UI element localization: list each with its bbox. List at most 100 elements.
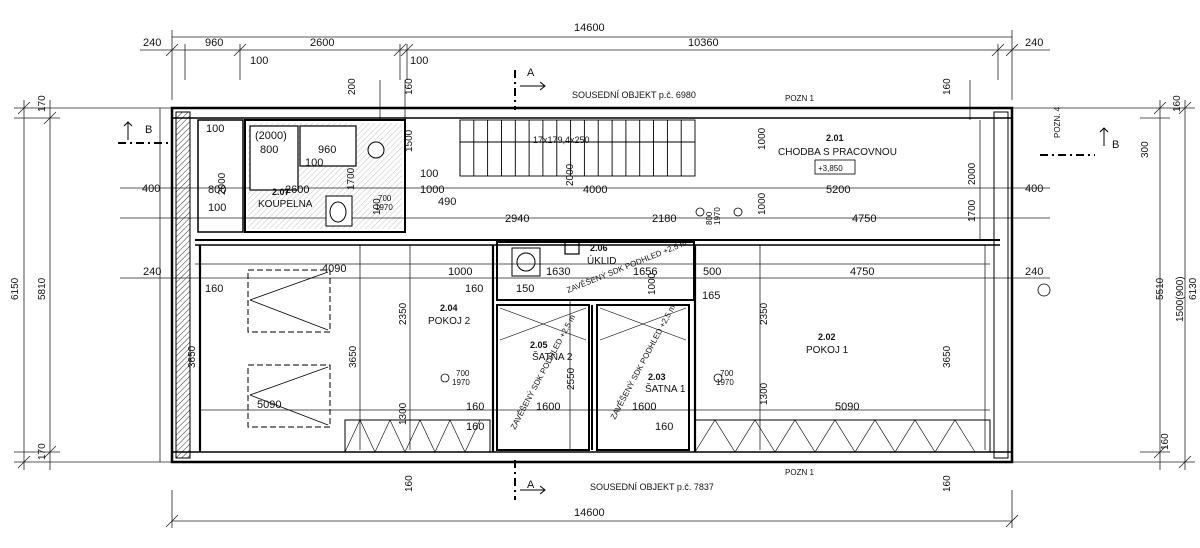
dim-bottom-4: 160: [466, 401, 484, 413]
room-number: 2.03: [648, 372, 666, 382]
room-2-01: 2.01 CHODBA S PRACOVNOU +3,850: [778, 133, 897, 175]
dim-rooms-v-1: 3650: [348, 345, 359, 368]
dim-mid-5: 500: [703, 266, 721, 278]
stairs-label: 17x179,4x250: [533, 135, 590, 145]
dim-mid-3: 150: [516, 283, 534, 295]
neighbor-bottom-label: SOUSEDNÍ OBJEKT p.č. 7837: [590, 482, 714, 492]
pozn-4-label: POZN. 4: [1053, 106, 1062, 138]
door-w-3: 800: [705, 211, 714, 225]
dim-left-total: 6150: [10, 277, 21, 300]
room-name: POKOJ 2: [428, 316, 471, 327]
room-2-03: 2.03 ŠATNA 1: [645, 372, 686, 395]
dim-bath-11: 490: [438, 196, 456, 208]
room-name: CHODBA S PRACOVNOU: [778, 147, 897, 158]
dim-rooms-v-4: 2550: [566, 367, 577, 390]
dim-bath-14: 100: [372, 198, 383, 215]
dim-wall-160-b: 160: [942, 78, 953, 95]
dim-bath-6: 1700: [346, 167, 357, 190]
dim-right-seg-2: 160: [1160, 433, 1171, 450]
dim-corr-9: 2000: [565, 163, 576, 186]
room-number: 2.04: [440, 303, 458, 313]
door-h-0: 1970: [452, 378, 470, 387]
dim-mid-8: 4750: [850, 266, 874, 278]
dim-overall-top: 14600: [574, 22, 605, 34]
level-label: +3,850: [818, 164, 843, 173]
dim-rooms-v-3: 2350: [759, 302, 770, 325]
neighbor-top-label: SOUSEDNÍ OBJEKT p.č. 6980: [572, 90, 696, 100]
dim-top-2: 2600: [310, 37, 334, 49]
dim-mid-6: 165: [702, 290, 720, 302]
door-tags: [440, 207, 1051, 383]
dim-bath-10: 100: [208, 202, 226, 214]
exterior-walls: [170, 106, 1014, 464]
dim-left-top: 170: [37, 95, 48, 112]
room-number: 2.01: [826, 133, 844, 143]
dim-mid-0: 4090: [322, 263, 346, 275]
dim-top-sub-0: 100: [250, 55, 268, 67]
dim-wall-160-c: 160: [404, 475, 415, 492]
dim-wall-200: 200: [347, 78, 358, 95]
dim-corr-4: 4750: [852, 213, 876, 225]
dim-top-4: 240: [1025, 37, 1043, 49]
dim-corr-2: 2940: [505, 213, 529, 225]
interior-walls: [195, 119, 1000, 453]
room-2-05: 2.05 ŠATNA 2: [530, 340, 573, 363]
dim-right-seg-0: 160: [1172, 95, 1183, 112]
room-number: 2.05: [530, 340, 548, 350]
room-2-07: 2.07 KOUPELNA: [258, 187, 313, 210]
dim-wall-160-a: 160: [404, 78, 415, 95]
dim-bottom-5: 160: [655, 421, 673, 433]
room-number: 2.07: [272, 187, 290, 197]
section-b-right-label: B: [1112, 139, 1119, 151]
dim-right-seg-1: 300: [1140, 141, 1151, 158]
room-2-06: 2.06 ÚKLID: [587, 243, 616, 267]
dim-top-sub-1: 100: [410, 55, 428, 67]
dim-corr-6: 1000: [757, 127, 768, 150]
dim-bottom-3: 5090: [835, 401, 859, 413]
dim-corr-8: 2000: [967, 162, 978, 185]
dim-top-1: 960: [205, 37, 223, 49]
room-name: ŠATNA 2: [532, 350, 573, 363]
dim-right-inner: 5510: [1155, 277, 1166, 300]
dim-wall-240-right: 240: [1025, 266, 1043, 278]
dim-bath-13: 100: [420, 168, 438, 180]
dim-right-total: 6130: [1188, 277, 1199, 300]
dim-top-0: 240: [143, 37, 161, 49]
dim-bath-12: 1000: [420, 184, 444, 196]
dim-bath-5: 100: [305, 157, 323, 169]
dim-mid-7: 1000: [647, 272, 658, 295]
room-name: ŠATNA 1: [645, 382, 686, 395]
dim-bath-1: (2000): [255, 130, 287, 142]
dim-rooms-v-7: 3650: [942, 345, 953, 368]
door-h-1: 1970: [716, 378, 734, 387]
dim-rooms-v-0: 3650: [187, 345, 198, 368]
dim-bath-7: 1500: [404, 129, 415, 152]
door-w-1: 700: [720, 369, 734, 378]
room-name: ÚKLID: [587, 254, 616, 267]
dim-left-bottom: 170: [37, 443, 48, 460]
door-w-2: 700: [378, 194, 392, 203]
room-2-04: 2.04 POKOJ 2: [428, 303, 471, 327]
section-a-top-label: A: [527, 67, 535, 79]
dim-wall-160-d: 160: [942, 475, 953, 492]
dim-wall-400-left: 400: [142, 183, 160, 195]
section-lines: [118, 70, 1109, 500]
dim-rooms-v-2: 2350: [398, 302, 409, 325]
dim-mid-2: 1630: [546, 266, 570, 278]
dim-corr-1: 5200: [826, 184, 850, 196]
room-name: POKOJ 1: [806, 345, 849, 356]
door-w-0: 700: [456, 369, 470, 378]
dim-corr-3: 2180: [652, 213, 676, 225]
dim-bottom-6: 160: [466, 421, 484, 433]
ceiling-note-cleaning: ZAVĚŠENÝ SDK PODHLED +2,5 m: [565, 238, 688, 295]
dim-overall-bottom: 14600: [574, 507, 605, 519]
dim-left-inner: 5810: [37, 277, 48, 300]
dim-mid-1: 1000: [448, 266, 472, 278]
dim-bath-2: 800: [260, 144, 278, 156]
dim-bath-8: 800: [208, 184, 226, 196]
dimension-lines: [14, 30, 1195, 528]
dim-bath-9: 2600: [285, 184, 309, 196]
dim-top-3: 10360: [688, 37, 719, 49]
pozn-1-bottom-label: POZN 1: [785, 468, 814, 477]
